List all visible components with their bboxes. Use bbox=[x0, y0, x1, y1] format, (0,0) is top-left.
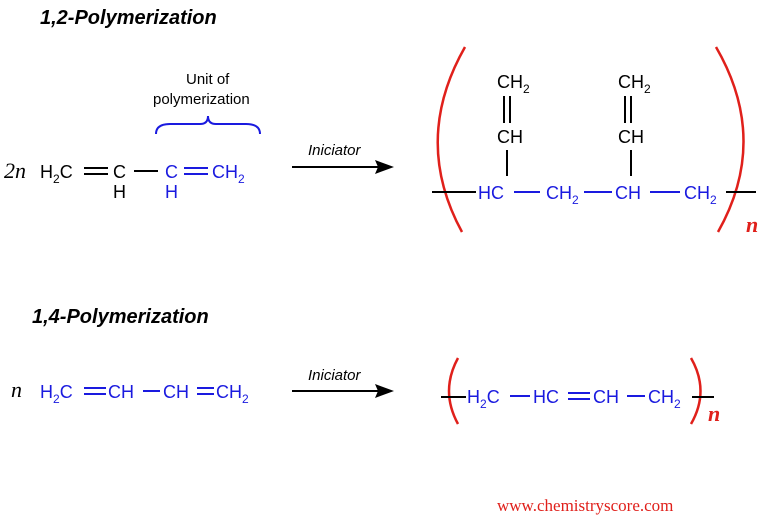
svg-text:HC: HC bbox=[533, 387, 559, 407]
unit-label-line1: Unit of bbox=[186, 71, 230, 88]
section-title-1-4: 1,4-Polymerization bbox=[32, 306, 209, 328]
monomer-butadiene-1-2: H2C C H C H CH2 bbox=[40, 162, 245, 202]
coefficient-2n: 2n bbox=[4, 158, 26, 183]
svg-text:H2C: H2C bbox=[40, 162, 73, 186]
svg-text:CH2: CH2 bbox=[216, 382, 249, 406]
polymer-1-4: H2C HC CH CH2 bbox=[441, 357, 714, 425]
subscript-n-1: n bbox=[746, 212, 758, 237]
unit-brace bbox=[155, 115, 261, 135]
svg-text:CH2: CH2 bbox=[684, 183, 717, 207]
reagent-label-2: Iniciator bbox=[308, 367, 362, 384]
svg-text:C: C bbox=[113, 162, 126, 182]
svg-text:HC: HC bbox=[478, 183, 504, 203]
section-title-1-2: 1,2-Polymerization bbox=[40, 7, 217, 29]
svg-text:CH: CH bbox=[615, 183, 641, 203]
svg-text:CH2: CH2 bbox=[212, 162, 245, 186]
reaction-arrow-2 bbox=[292, 384, 394, 398]
svg-text:CH2: CH2 bbox=[546, 183, 579, 207]
unit-label-line2: polymerization bbox=[153, 91, 250, 108]
svg-text:H2C: H2C bbox=[40, 382, 73, 406]
svg-text:C: C bbox=[165, 162, 178, 182]
reagent-label-1: Iniciator bbox=[308, 142, 362, 159]
svg-text:H2C: H2C bbox=[467, 387, 500, 411]
svg-text:CH: CH bbox=[108, 382, 134, 402]
svg-text:CH: CH bbox=[497, 127, 523, 147]
coefficient-n: n bbox=[11, 377, 22, 402]
svg-text:CH2: CH2 bbox=[618, 72, 651, 96]
polymer-1-2: HC CH2 CH CH2 CH CH2 CH CH2 bbox=[432, 46, 756, 233]
reaction-arrow-1 bbox=[292, 160, 394, 174]
subscript-n-2: n bbox=[708, 401, 720, 426]
svg-text:CH: CH bbox=[163, 382, 189, 402]
monomer-butadiene-1-4: H2C CH CH CH2 bbox=[40, 382, 249, 406]
svg-text:CH: CH bbox=[593, 387, 619, 407]
watermark: www.chemistryscore.com bbox=[497, 496, 673, 515]
svg-text:CH2: CH2 bbox=[648, 387, 681, 411]
svg-text:H: H bbox=[165, 182, 178, 202]
svg-text:CH2: CH2 bbox=[497, 72, 530, 96]
svg-text:CH: CH bbox=[618, 127, 644, 147]
svg-text:H: H bbox=[113, 182, 126, 202]
